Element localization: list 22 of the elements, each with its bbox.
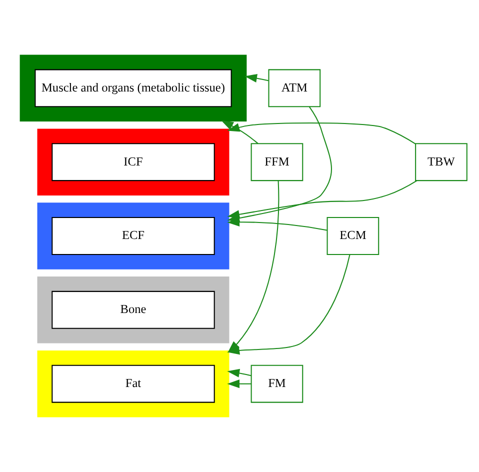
node-box: ATM (268, 69, 321, 108)
arrow (221, 120, 258, 144)
node-box: ECF (52, 217, 215, 255)
cluster (37, 128, 230, 196)
arrow (227, 380, 252, 388)
arrow (227, 368, 252, 378)
node-box: FM (250, 364, 304, 403)
node-box: Muscle and organs (metabolic tissue) (34, 69, 232, 108)
arrow (227, 180, 418, 219)
node-box: ECM (326, 217, 380, 255)
cluster (37, 276, 230, 344)
arrow (244, 74, 268, 82)
cluster (20, 54, 247, 122)
cluster (37, 350, 230, 418)
cluster (37, 202, 230, 270)
node-box: Fat (52, 364, 215, 403)
arrow (227, 122, 416, 144)
node-box: ICF (52, 143, 215, 182)
arrow (227, 218, 328, 231)
node-box: TBW (415, 143, 468, 182)
node-box: Bone (52, 290, 215, 329)
node-box: FFM (250, 143, 304, 182)
